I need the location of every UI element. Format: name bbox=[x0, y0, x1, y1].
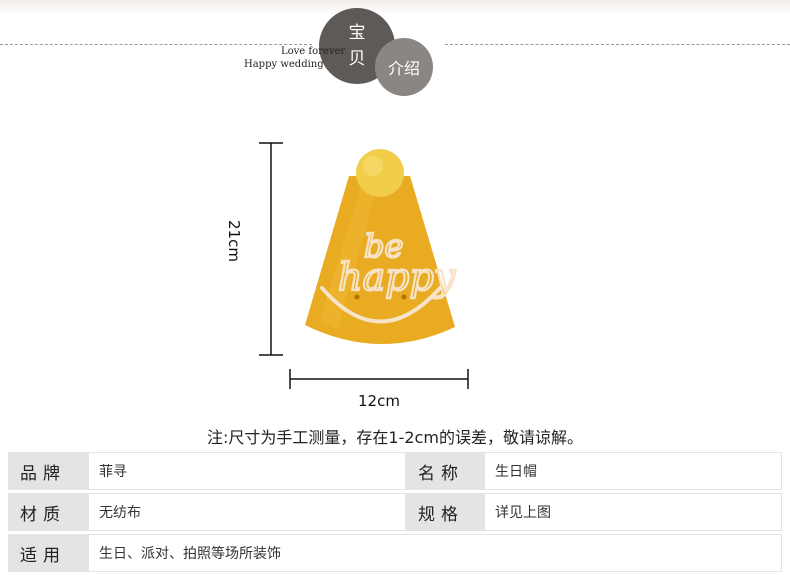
hat-text-happy: happy bbox=[338, 255, 456, 299]
section-title-char: 宝 bbox=[348, 23, 366, 43]
dimension-vertical-line bbox=[259, 142, 283, 356]
header-divider-right bbox=[445, 44, 790, 45]
width-label: 12cm bbox=[358, 392, 400, 410]
height-label: 21cm bbox=[225, 220, 243, 262]
spec-key: 规格 bbox=[406, 493, 484, 531]
spec-key: 名称 bbox=[406, 452, 484, 490]
table-row: 适用 生日、派对、拍照等场所装饰 bbox=[8, 534, 782, 572]
spec-value: 生日帽 bbox=[484, 452, 782, 490]
spec-key: 品牌 bbox=[8, 452, 88, 490]
spec-value: 菲寻 bbox=[88, 452, 406, 490]
product-image: be happy bbox=[259, 142, 469, 389]
spec-key: 材质 bbox=[8, 493, 88, 531]
spec-table: 品牌 菲寻 名称 生日帽 材质 无纺布 规格 详见上图 适用 生日、派对、拍照等… bbox=[8, 452, 782, 575]
dimension-horizontal-line bbox=[289, 369, 469, 389]
spec-value: 详见上图 bbox=[484, 493, 782, 531]
spec-value: 生日、派对、拍照等场所装饰 bbox=[88, 534, 782, 572]
section-title-char: 贝 bbox=[348, 49, 366, 69]
table-row: 品牌 菲寻 名称 生日帽 bbox=[8, 452, 782, 490]
smile-arc bbox=[320, 286, 442, 324]
spec-value: 无纺布 bbox=[88, 493, 406, 531]
slogan-line-2: Happy wedding bbox=[244, 59, 324, 70]
section-subtitle: 介绍 bbox=[387, 59, 420, 78]
table-row: 材质 无纺布 规格 详见上图 bbox=[8, 493, 782, 531]
section-subtitle-badge: 介绍 bbox=[375, 38, 433, 96]
spec-key: 适用 bbox=[8, 534, 88, 572]
hat-text-be: be bbox=[364, 227, 403, 265]
top-shade bbox=[0, 0, 790, 14]
header-divider-left bbox=[0, 44, 312, 45]
slogan-line-1: Love forever bbox=[281, 46, 346, 57]
measurement-note: 注:尺寸为手工测量，存在1-2cm的误差，敬请谅解。 bbox=[207, 428, 583, 447]
